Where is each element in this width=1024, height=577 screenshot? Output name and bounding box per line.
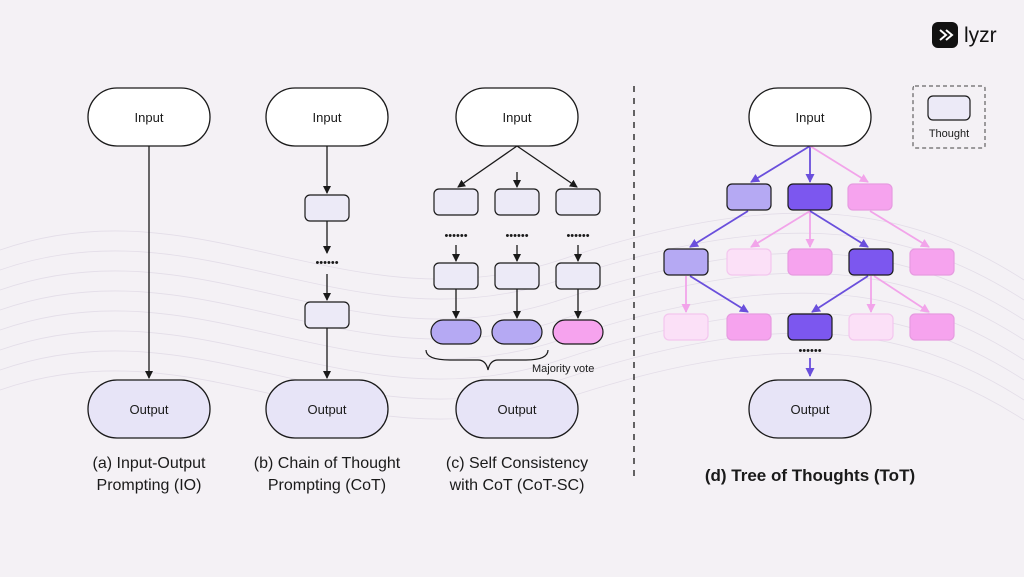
cot-input-node xyxy=(265,87,389,147)
tot-edge xyxy=(869,210,930,248)
legend-box xyxy=(912,85,986,149)
tot-edge xyxy=(811,275,869,313)
tot-thought-node xyxy=(787,248,833,276)
cotsc-answer-node xyxy=(430,319,482,345)
tot-thought-node xyxy=(909,248,955,276)
tot-thought-node xyxy=(663,248,709,276)
io-input-node xyxy=(87,87,211,147)
cotsc-dots: •••••• xyxy=(566,230,589,242)
tot-thought-node xyxy=(726,248,772,276)
io-output-label: Output xyxy=(129,402,168,417)
cotsc-thought-node xyxy=(494,188,540,216)
tot-thought-node xyxy=(663,313,709,341)
tot-edge xyxy=(873,275,930,313)
tot-edge xyxy=(809,145,869,183)
tot-dots: •••••• xyxy=(798,345,821,357)
cotsc-caption-line2: with CoT (CoT-SC) xyxy=(449,477,585,494)
cotsc-output-node xyxy=(455,379,579,439)
tot-edge xyxy=(750,210,811,248)
cotsc-output-label: Output xyxy=(497,402,536,417)
cotsc-thought-node xyxy=(555,262,601,290)
cotsc-dots: •••••• xyxy=(505,230,528,242)
cot-thought-node xyxy=(304,301,350,329)
cotsc-thought-node xyxy=(494,262,540,290)
cotsc-input-label: Input xyxy=(503,110,532,125)
io-caption-line1: (a) Input-Output xyxy=(93,455,207,472)
cot-caption-line2: Prompting (CoT) xyxy=(268,477,386,494)
cotsc-thought-node xyxy=(555,188,601,216)
io-diagram: Input Output (a) Input-Output Prompting … xyxy=(87,87,211,494)
tot-edge xyxy=(689,275,749,313)
io-caption-line2: Prompting (IO) xyxy=(97,477,202,494)
tot-thought-node xyxy=(848,248,894,276)
legend-thought-swatch xyxy=(927,95,971,121)
tot-input-node xyxy=(748,87,872,147)
cotsc-input-node xyxy=(455,87,579,147)
tot-thought-node xyxy=(787,183,833,211)
tot-output-label: Output xyxy=(790,402,829,417)
thought-legend: Thought xyxy=(912,85,986,149)
tot-thought-node xyxy=(909,313,955,341)
cotsc-answer-node xyxy=(491,319,543,345)
cotsc-dots: •••••• xyxy=(444,230,467,242)
tot-input-label: Input xyxy=(796,110,825,125)
cot-thought-node xyxy=(304,194,350,222)
tot-thought-node xyxy=(726,183,772,211)
io-input-label: Input xyxy=(135,110,164,125)
brand-name: lyzr xyxy=(964,24,997,47)
cot-diagram: Input •••••• Output (b) Chain of Thought… xyxy=(254,87,401,494)
tot-thought-node xyxy=(787,313,833,341)
tot-thought-node xyxy=(726,313,772,341)
cotsc-caption-line1: (c) Self Consistency xyxy=(446,455,588,472)
cotsc-answer-node xyxy=(552,319,604,345)
cotsc-edge xyxy=(516,145,578,188)
tot-output-node xyxy=(748,379,872,439)
cot-input-label: Input xyxy=(313,110,342,125)
tot-caption: (d) Tree of Thoughts (ToT) xyxy=(705,466,915,485)
cot-dots: •••••• xyxy=(315,257,338,269)
cot-output-node xyxy=(265,379,389,439)
legend-label: Thought xyxy=(929,128,969,140)
io-output-node xyxy=(87,379,211,439)
tot-edge xyxy=(809,210,869,248)
majority-vote-brace xyxy=(425,349,549,371)
cotsc-thought-node xyxy=(433,262,479,290)
lyzr-logo[interactable]: lyzr xyxy=(932,22,997,48)
majority-vote-label: Majority vote xyxy=(532,363,594,375)
logo-mark xyxy=(939,29,954,41)
cotsc-thought-node xyxy=(433,188,479,216)
background-waves xyxy=(0,212,1024,421)
tot-thought-node xyxy=(847,183,893,211)
tot-edge xyxy=(750,145,811,183)
cotsc-edge xyxy=(457,145,518,188)
cot-output-label: Output xyxy=(307,402,346,417)
tot-diagram: Input •••••• Output (d) Tree of Thoughts… xyxy=(663,87,955,485)
cotsc-diagram: Input •••••• •••••• •••••• Majority vote… xyxy=(425,87,604,494)
cot-caption-line1: (b) Chain of Thought xyxy=(254,455,401,472)
tot-thought-node xyxy=(848,313,894,341)
tot-edge xyxy=(689,210,749,248)
